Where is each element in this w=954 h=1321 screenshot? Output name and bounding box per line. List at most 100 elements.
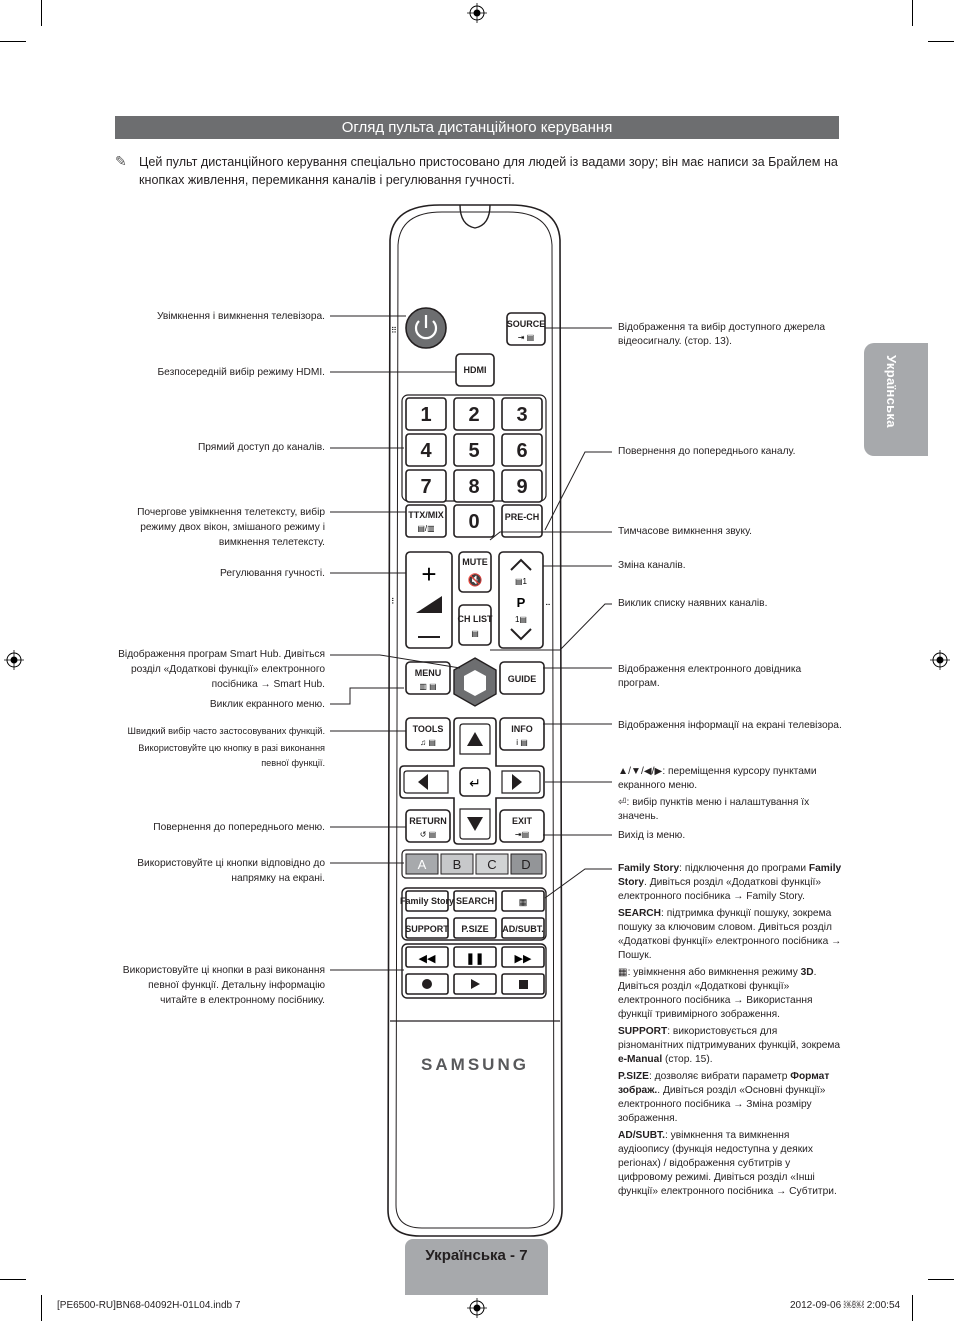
function-keys-description: Family Story: підключення до програми Fa… <box>618 862 843 1202</box>
remote-top-notch <box>459 204 491 229</box>
3d-button[interactable] <box>501 890 545 912</box>
digit-2-button[interactable] <box>453 397 495 431</box>
rewind-icon: ◀◀ <box>419 953 436 965</box>
crop-mark <box>928 1279 954 1280</box>
search-label: SEARCH <box>456 896 494 906</box>
digit-8-button[interactable] <box>453 469 495 503</box>
registration-mark-icon <box>930 650 950 670</box>
digit-0-button[interactable] <box>453 504 495 538</box>
family-story-label: Family Story <box>400 896 454 906</box>
label-number-keys: Прямий доступ до каналів. <box>197 442 325 453</box>
term: e-Manual <box>618 1054 663 1065</box>
digit-6-button[interactable] <box>501 433 543 467</box>
return-button[interactable] <box>405 809 451 843</box>
ch-list-label: CH LIST <box>458 614 494 624</box>
label-tools-note: Використовуйте цю кнопку в разі виконанн… <box>138 743 325 768</box>
volume-rocker[interactable] <box>405 551 453 649</box>
enter-icon: ↵ <box>469 775 481 791</box>
pre-ch-button[interactable] <box>501 504 543 538</box>
label-exit: Вихід із меню. <box>618 830 686 841</box>
volume-level-icon <box>416 596 442 613</box>
p-size-label: P.SIZE <box>461 924 488 934</box>
color-key-b-button[interactable] <box>440 853 474 875</box>
support-label: SUPPORT <box>405 924 449 934</box>
source-button[interactable] <box>506 312 546 346</box>
digit-5-button[interactable] <box>453 433 495 467</box>
label-hdmi: Безпосередній вибір режиму HDMI. <box>157 367 325 378</box>
desc-text: : увімкнення або вимкнення режиму <box>627 967 801 978</box>
ad-subt-button[interactable] <box>501 917 545 939</box>
color-key-label: D <box>521 857 530 872</box>
color-key-label: C <box>487 857 496 872</box>
desc-text: : підключення до програми <box>679 863 809 874</box>
term: SUPPORT <box>618 1026 668 1037</box>
info-button[interactable] <box>499 717 545 751</box>
enter-button[interactable] <box>459 767 491 797</box>
support-button[interactable] <box>405 917 449 939</box>
fast-forward-button[interactable] <box>501 946 545 968</box>
digit-1-button[interactable] <box>405 397 447 431</box>
down-arrow-icon <box>467 817 483 831</box>
label-pre-ch: Повернення до попереднього каналу. <box>618 446 796 457</box>
pre-ch-label: PRE-CH <box>505 512 540 522</box>
tools-button[interactable] <box>405 717 451 751</box>
braille-dots-icon: ⠿ <box>391 326 397 335</box>
family-story-button[interactable] <box>405 890 449 912</box>
color-key-a-button[interactable] <box>405 853 439 875</box>
channel-rocker[interactable] <box>498 551 544 649</box>
label-smart-hub: Відображення програм Smart Hub. Дивіться… <box>118 649 325 690</box>
desc-text: (стор. 15). <box>662 1054 713 1065</box>
return-label: RETURN <box>409 816 447 826</box>
ch-list-button[interactable] <box>458 604 492 646</box>
exit-button[interactable] <box>499 809 545 843</box>
source-label: SOURCE <box>507 319 546 329</box>
3d-glasses-icon: ▦ <box>618 967 628 978</box>
channel-label: P <box>517 595 526 610</box>
rewind-button[interactable] <box>405 946 449 968</box>
braille-dots-icon: ⠒ <box>545 601 551 610</box>
mute-button[interactable] <box>458 551 492 593</box>
pause-button[interactable] <box>453 946 497 968</box>
hdmi-button[interactable] <box>455 353 495 387</box>
channel-down-list-icon: 1▤ <box>515 615 527 624</box>
label-source: Відображення та вибір доступного джерела… <box>618 322 826 347</box>
p-size-button[interactable] <box>453 917 497 939</box>
note-pencil-icon: ✎ <box>115 153 127 169</box>
registration-mark-icon <box>4 650 24 670</box>
volume-up-icon: + <box>421 559 436 589</box>
label-navigation: ▲/▼/◀/▶: переміщення курсору пунктами ек… <box>618 766 817 791</box>
digit-9-button[interactable] <box>501 469 543 503</box>
color-key-label: B <box>453 857 462 872</box>
term: P.SIZE <box>618 1071 649 1082</box>
digit-label: 2 <box>468 404 479 426</box>
exit-label: EXIT <box>512 816 533 826</box>
color-key-d-button[interactable] <box>510 853 543 875</box>
menu-icon: ▥ ▤ <box>419 682 436 691</box>
page-number-tab: Українська - 7 <box>405 1239 548 1295</box>
registration-mark-icon <box>467 1298 487 1318</box>
digit-7-button[interactable] <box>405 469 447 503</box>
remote-inner-outline <box>395 211 555 1229</box>
info-icon: i ▤ <box>516 738 528 747</box>
ad-subt-label: AD/SUBT. <box>502 924 544 934</box>
guide-button[interactable] <box>499 661 545 695</box>
label-return: Повернення до попереднього меню. <box>153 822 325 833</box>
search-button[interactable] <box>453 890 497 912</box>
braille-dots-icon: ⠇ <box>391 597 397 606</box>
page-number: Українська - 7 <box>425 1247 528 1264</box>
digit-3-button[interactable] <box>501 397 543 431</box>
label-volume: Регулювання гучності. <box>219 568 325 579</box>
ttx-mix-button[interactable] <box>405 504 447 538</box>
crop-mark <box>41 1295 42 1321</box>
search-description: SEARCH: підтримка функції пошуку, зокрем… <box>618 907 843 963</box>
desc-text: : увімкнення та вимкнення аудіоопису (фу… <box>618 1130 837 1197</box>
pause-icon: ❚❚ <box>466 953 484 965</box>
menu-button[interactable] <box>405 661 451 695</box>
crop-mark <box>928 41 954 42</box>
teletext-icon: ▤/▥ <box>417 524 434 533</box>
label-info: Відображення інформації на екрані телеві… <box>618 720 842 731</box>
digit-label: 1 <box>420 404 431 426</box>
digit-4-button[interactable] <box>405 433 447 467</box>
label-enter-text: : вибір пунктів меню і налаштування їх з… <box>618 797 810 822</box>
color-key-c-button[interactable] <box>475 853 509 875</box>
